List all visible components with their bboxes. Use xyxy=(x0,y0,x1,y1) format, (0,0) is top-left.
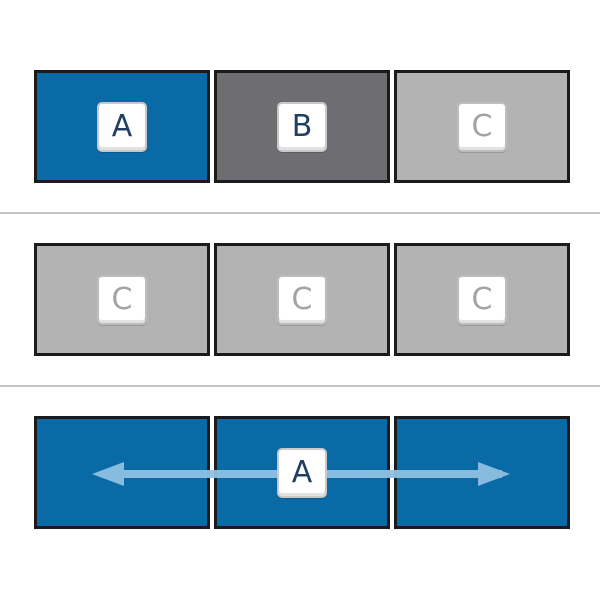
monitor-2: C xyxy=(214,243,390,356)
display-row-3: A xyxy=(34,416,570,529)
key-c: C xyxy=(457,274,507,325)
display-row-2: C C C xyxy=(34,243,570,356)
display-row-1: A B C xyxy=(34,70,570,183)
monitor-3 xyxy=(394,416,570,529)
monitor-1 xyxy=(34,416,210,529)
monitor-3: C xyxy=(394,243,570,356)
key-c: C xyxy=(97,274,147,325)
divider-2 xyxy=(0,385,600,387)
key-a: A xyxy=(97,101,147,152)
monitor-1: A xyxy=(34,70,210,183)
monitor-3: C xyxy=(394,70,570,183)
key-b: B xyxy=(277,101,327,152)
key-c: C xyxy=(277,274,327,325)
divider-1 xyxy=(0,212,600,214)
monitor-1: C xyxy=(34,243,210,356)
key-c: C xyxy=(457,101,507,152)
key-a: A xyxy=(277,447,327,498)
monitor-2: B xyxy=(214,70,390,183)
